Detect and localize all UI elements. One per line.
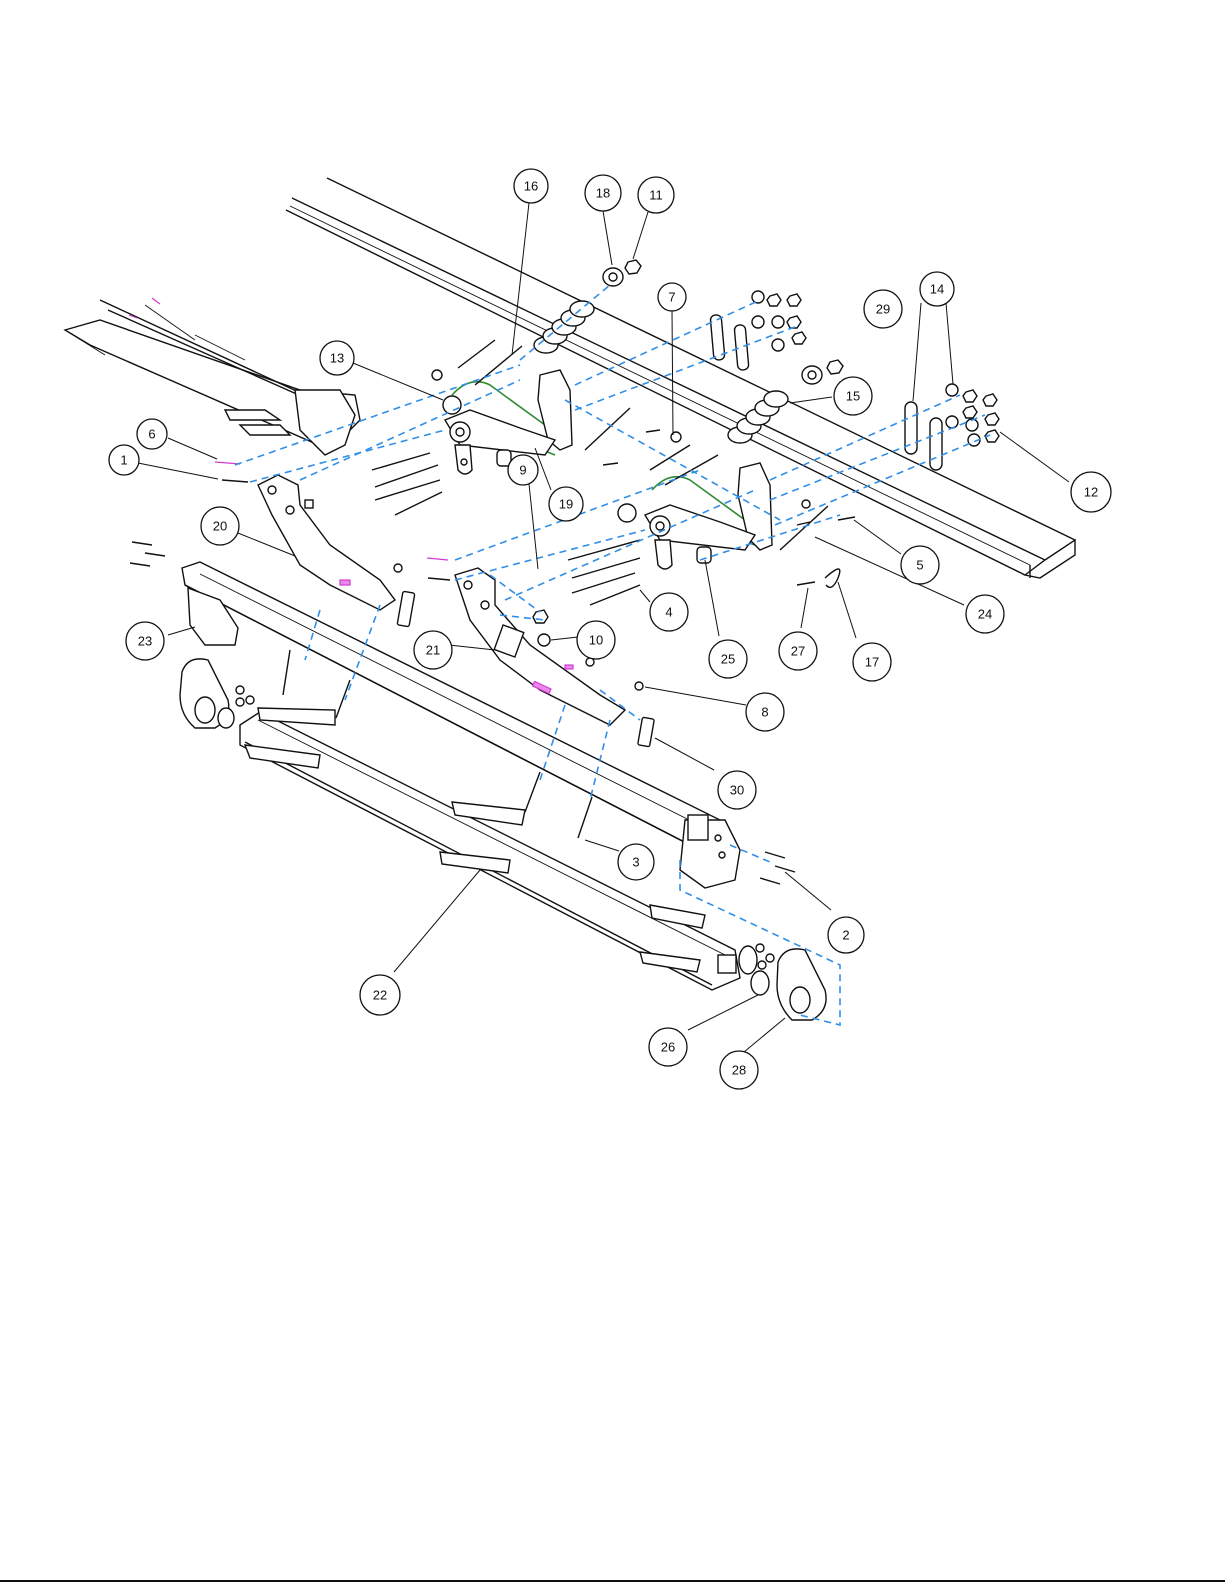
callout-14: 14	[920, 272, 954, 306]
svg-text:3: 3	[632, 855, 639, 870]
link-plates-upper	[710, 291, 806, 370]
svg-text:20: 20	[213, 519, 227, 534]
callout-24: 24	[966, 595, 1004, 633]
svg-text:4: 4	[665, 605, 672, 620]
bearing-15	[802, 360, 843, 384]
svg-text:5: 5	[916, 558, 923, 573]
page-bottom-rule	[0, 1580, 1225, 1582]
callout-4: 4	[650, 593, 688, 631]
callout-30: 30	[718, 771, 756, 809]
svg-text:27: 27	[791, 644, 805, 659]
svg-text:1: 1	[120, 453, 127, 468]
callout-7: 7	[658, 283, 686, 311]
spring-right	[728, 391, 788, 443]
callouts: 1 2 3 4 5 6 7 8 9 10 11 12 13 14 15 16 1…	[109, 169, 1111, 1089]
svg-text:9: 9	[519, 463, 526, 478]
bearing-18	[603, 268, 623, 286]
callout-10: 10	[577, 621, 615, 659]
pivot-bracket-left	[432, 370, 572, 474]
callout-29: 29	[864, 290, 902, 328]
end-bolts-2	[760, 852, 795, 884]
callout-15: 15	[834, 377, 872, 415]
svg-text:7: 7	[668, 290, 675, 305]
callout-2: 2	[828, 917, 864, 953]
callout-19: 19	[549, 487, 583, 521]
callout-3: 3	[618, 844, 654, 880]
svg-text:22: 22	[373, 988, 387, 1003]
end-plate-28	[751, 944, 826, 1020]
svg-text:23: 23	[138, 634, 152, 649]
callout-12: 12	[1071, 472, 1111, 512]
callout-1: 1	[109, 445, 139, 475]
callout-11: 11	[638, 177, 674, 213]
svg-text:11: 11	[649, 188, 663, 203]
callout-27: 27	[779, 632, 817, 670]
bolts-long	[372, 453, 640, 605]
callout-8: 8	[746, 693, 784, 731]
svg-text:21: 21	[426, 643, 440, 658]
callout-9: 9	[508, 455, 538, 485]
spring-left	[534, 301, 594, 353]
svg-text:24: 24	[978, 607, 992, 622]
callout-17: 17	[853, 643, 891, 681]
svg-text:2: 2	[842, 928, 849, 943]
svg-text:19: 19	[559, 497, 573, 512]
svg-text:28: 28	[732, 1063, 746, 1078]
link-plates-right	[905, 384, 999, 470]
svg-text:25: 25	[721, 652, 735, 667]
svg-text:15: 15	[846, 389, 860, 404]
callout-16: 16	[514, 169, 548, 203]
upper-left-arm	[65, 298, 360, 455]
callout-13: 13	[320, 341, 354, 375]
svg-text:18: 18	[596, 186, 610, 201]
svg-text:17: 17	[865, 655, 879, 670]
callout-22: 22	[360, 975, 400, 1015]
callout-21: 21	[414, 631, 452, 669]
svg-text:30: 30	[730, 783, 744, 798]
callout-6: 6	[137, 419, 167, 449]
svg-text:16: 16	[524, 179, 538, 194]
svg-text:29: 29	[876, 302, 890, 317]
callout-26: 26	[649, 1028, 687, 1066]
callout-5: 5	[901, 546, 939, 584]
svg-text:6: 6	[148, 427, 155, 442]
callout-25: 25	[709, 640, 747, 678]
callout-28: 28	[720, 1051, 758, 1089]
callout-20: 20	[201, 507, 239, 545]
svg-text:8: 8	[761, 705, 768, 720]
svg-text:14: 14	[930, 282, 944, 297]
nut-11	[625, 260, 641, 274]
callout-18: 18	[585, 175, 621, 211]
callout-23: 23	[126, 622, 164, 660]
svg-text:12: 12	[1084, 485, 1098, 500]
rotor-22	[240, 708, 757, 990]
svg-text:26: 26	[661, 1040, 675, 1055]
svg-text:13: 13	[330, 351, 344, 366]
end-plate-left	[180, 659, 254, 728]
svg-text:10: 10	[589, 633, 603, 648]
